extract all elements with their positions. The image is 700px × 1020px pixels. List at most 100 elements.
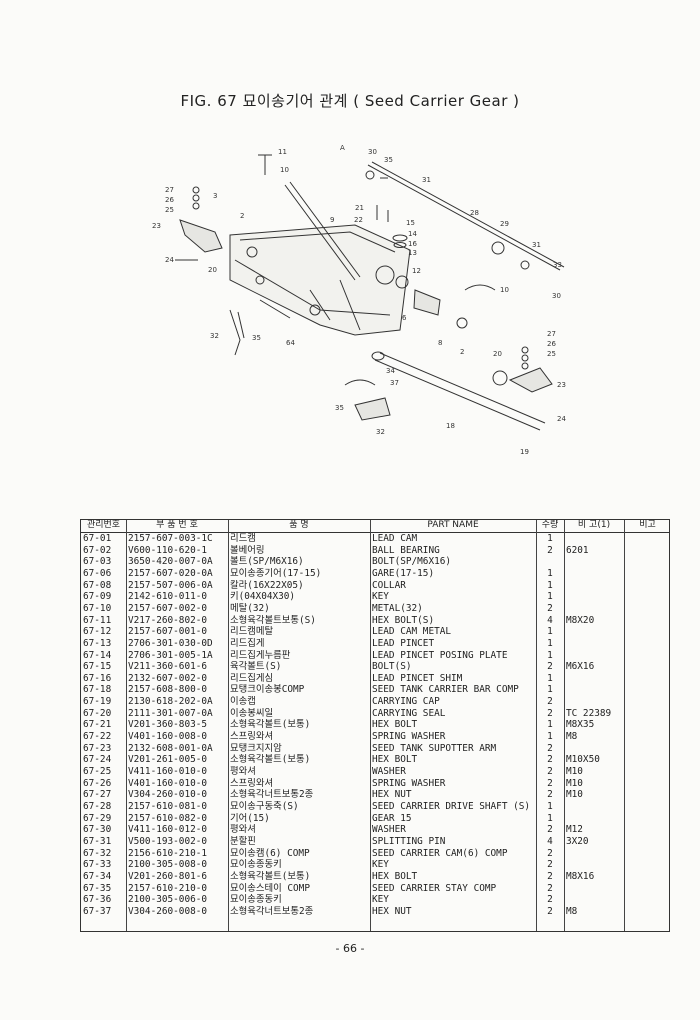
part-name-cell: LEAD PINCET [372,637,435,649]
svg-text:10: 10 [280,166,289,174]
row-number-cell: 67-31 [83,835,112,847]
part-number-cell: V304-260-010-0 [128,789,208,801]
svg-text:16: 16 [408,240,417,248]
column-divider [536,520,537,931]
remark-2-cell [624,684,671,696]
remark-2-cell [624,650,671,662]
remark-cell: M10X50 [566,754,600,766]
part-name-cell: GARE(17-15) [372,567,435,579]
part-number-cell: V201-260-801-6 [128,870,208,882]
row-number-cell: 67-37 [83,905,112,917]
row-number-cell: 67-19 [83,696,112,708]
part-number-cell: 2132-607-002-0 [128,672,208,684]
quantity-cell: 1 [547,567,553,579]
quantity-cell: 1 [547,579,553,591]
row-number-cell: 67-12 [83,626,112,638]
row-number-cell: 67-02 [83,544,112,556]
quantity-cell: 2 [547,544,553,556]
part-number-cell: V201-360-803-5 [128,719,208,731]
remark-2-cell [624,580,671,592]
row-number-cell: 67-15 [83,661,112,673]
korean-name-cell: 평와셔 [230,824,256,836]
svg-text:2: 2 [460,348,464,356]
part-name-cell: SEED CARRIER STAY COMP [372,882,497,894]
korean-name-cell: 리드캠메탈 [230,626,274,638]
quantity-cell: 2 [547,905,553,917]
remark-2-cell [624,638,671,650]
row-number-cell: 67-06 [83,567,112,579]
remark-cell: M6X16 [566,661,595,673]
remark-2-cell [624,708,671,720]
part-number-cell: V401-160-010-0 [128,777,208,789]
row-number-cell: 67-14 [83,649,112,661]
svg-text:8: 8 [438,339,442,347]
remark-cell: TC 22389 [566,707,612,719]
row-number-cell: 67-20 [83,707,112,719]
svg-text:6: 6 [402,314,407,322]
part-number-cell: V411-160-010-0 [128,766,208,777]
korean-name-cell: 메탈(32) [230,602,270,614]
header-mgmt-no: 관리번호 [86,520,121,530]
table-header: 관리번호 부 품 번 호 품 명 PART NAME 수량 비 고(1) 비고 [81,520,669,533]
korean-name-cell: 스프링와셔 [230,731,274,743]
quantity-cell [536,556,564,568]
part-name-cell: HEX NUT [372,789,412,801]
part-number-cell: V600-110-620-1 [128,544,208,556]
svg-text:34: 34 [386,367,395,375]
quantity-cell: 2 [547,870,553,882]
remark-cell: M8X35 [566,719,595,731]
svg-text:30: 30 [368,148,377,156]
svg-text:A: A [340,144,345,152]
quantity-cell: 2 [547,707,553,719]
part-name-cell: SEED CARRIER CAM(6) COMP [372,847,508,859]
remark-cell: M10 [566,766,583,777]
korean-name-cell: 묘이송캠(6) COMP [230,847,310,859]
row-number-cell: 67-29 [83,812,112,824]
remark-cell [564,848,624,860]
remark-2-cell [624,848,671,860]
remark-2-cell [624,883,671,895]
part-number-cell: 2157-607-002-0 [128,602,208,614]
korean-name-cell: 이송봉씨일 [230,707,274,719]
part-name-cell: METAL(32) [372,602,423,614]
part-name-cell: LEAD PINCET SHIM [372,672,463,684]
remark-2-cell [624,673,671,685]
svg-text:35: 35 [384,156,393,164]
korean-name-cell: 소형육각볼트(보통) [230,754,311,766]
remark-2-cell [624,778,671,790]
remark-2-cell [624,906,671,918]
part-number-cell: 2706-301-030-0D [128,637,213,649]
part-name-cell: SPRING WASHER [372,731,446,743]
svg-text:12: 12 [412,267,421,275]
remark-2-cell [624,743,671,755]
korean-name-cell: 리드집게심 [230,672,274,684]
column-divider [370,520,371,931]
part-number-cell: 2157-610-082-0 [128,812,208,824]
part-number-cell: V401-160-008-0 [128,731,208,743]
part-name-cell: WASHER [372,766,406,777]
remark-cell: M12 [566,824,583,836]
svg-text:64: 64 [286,339,295,347]
korean-name-cell: 볼트(SP/M6X16) [230,556,304,568]
remark-2-cell [624,754,671,766]
remark-cell [564,591,624,603]
svg-text:19: 19 [520,448,529,456]
row-number-cell: 67-24 [83,754,112,766]
svg-text:11: 11 [278,148,287,156]
svg-text:14: 14 [408,230,417,238]
korean-name-cell: 묘이송종동키 [230,859,282,871]
quantity-cell: 1 [547,719,553,731]
